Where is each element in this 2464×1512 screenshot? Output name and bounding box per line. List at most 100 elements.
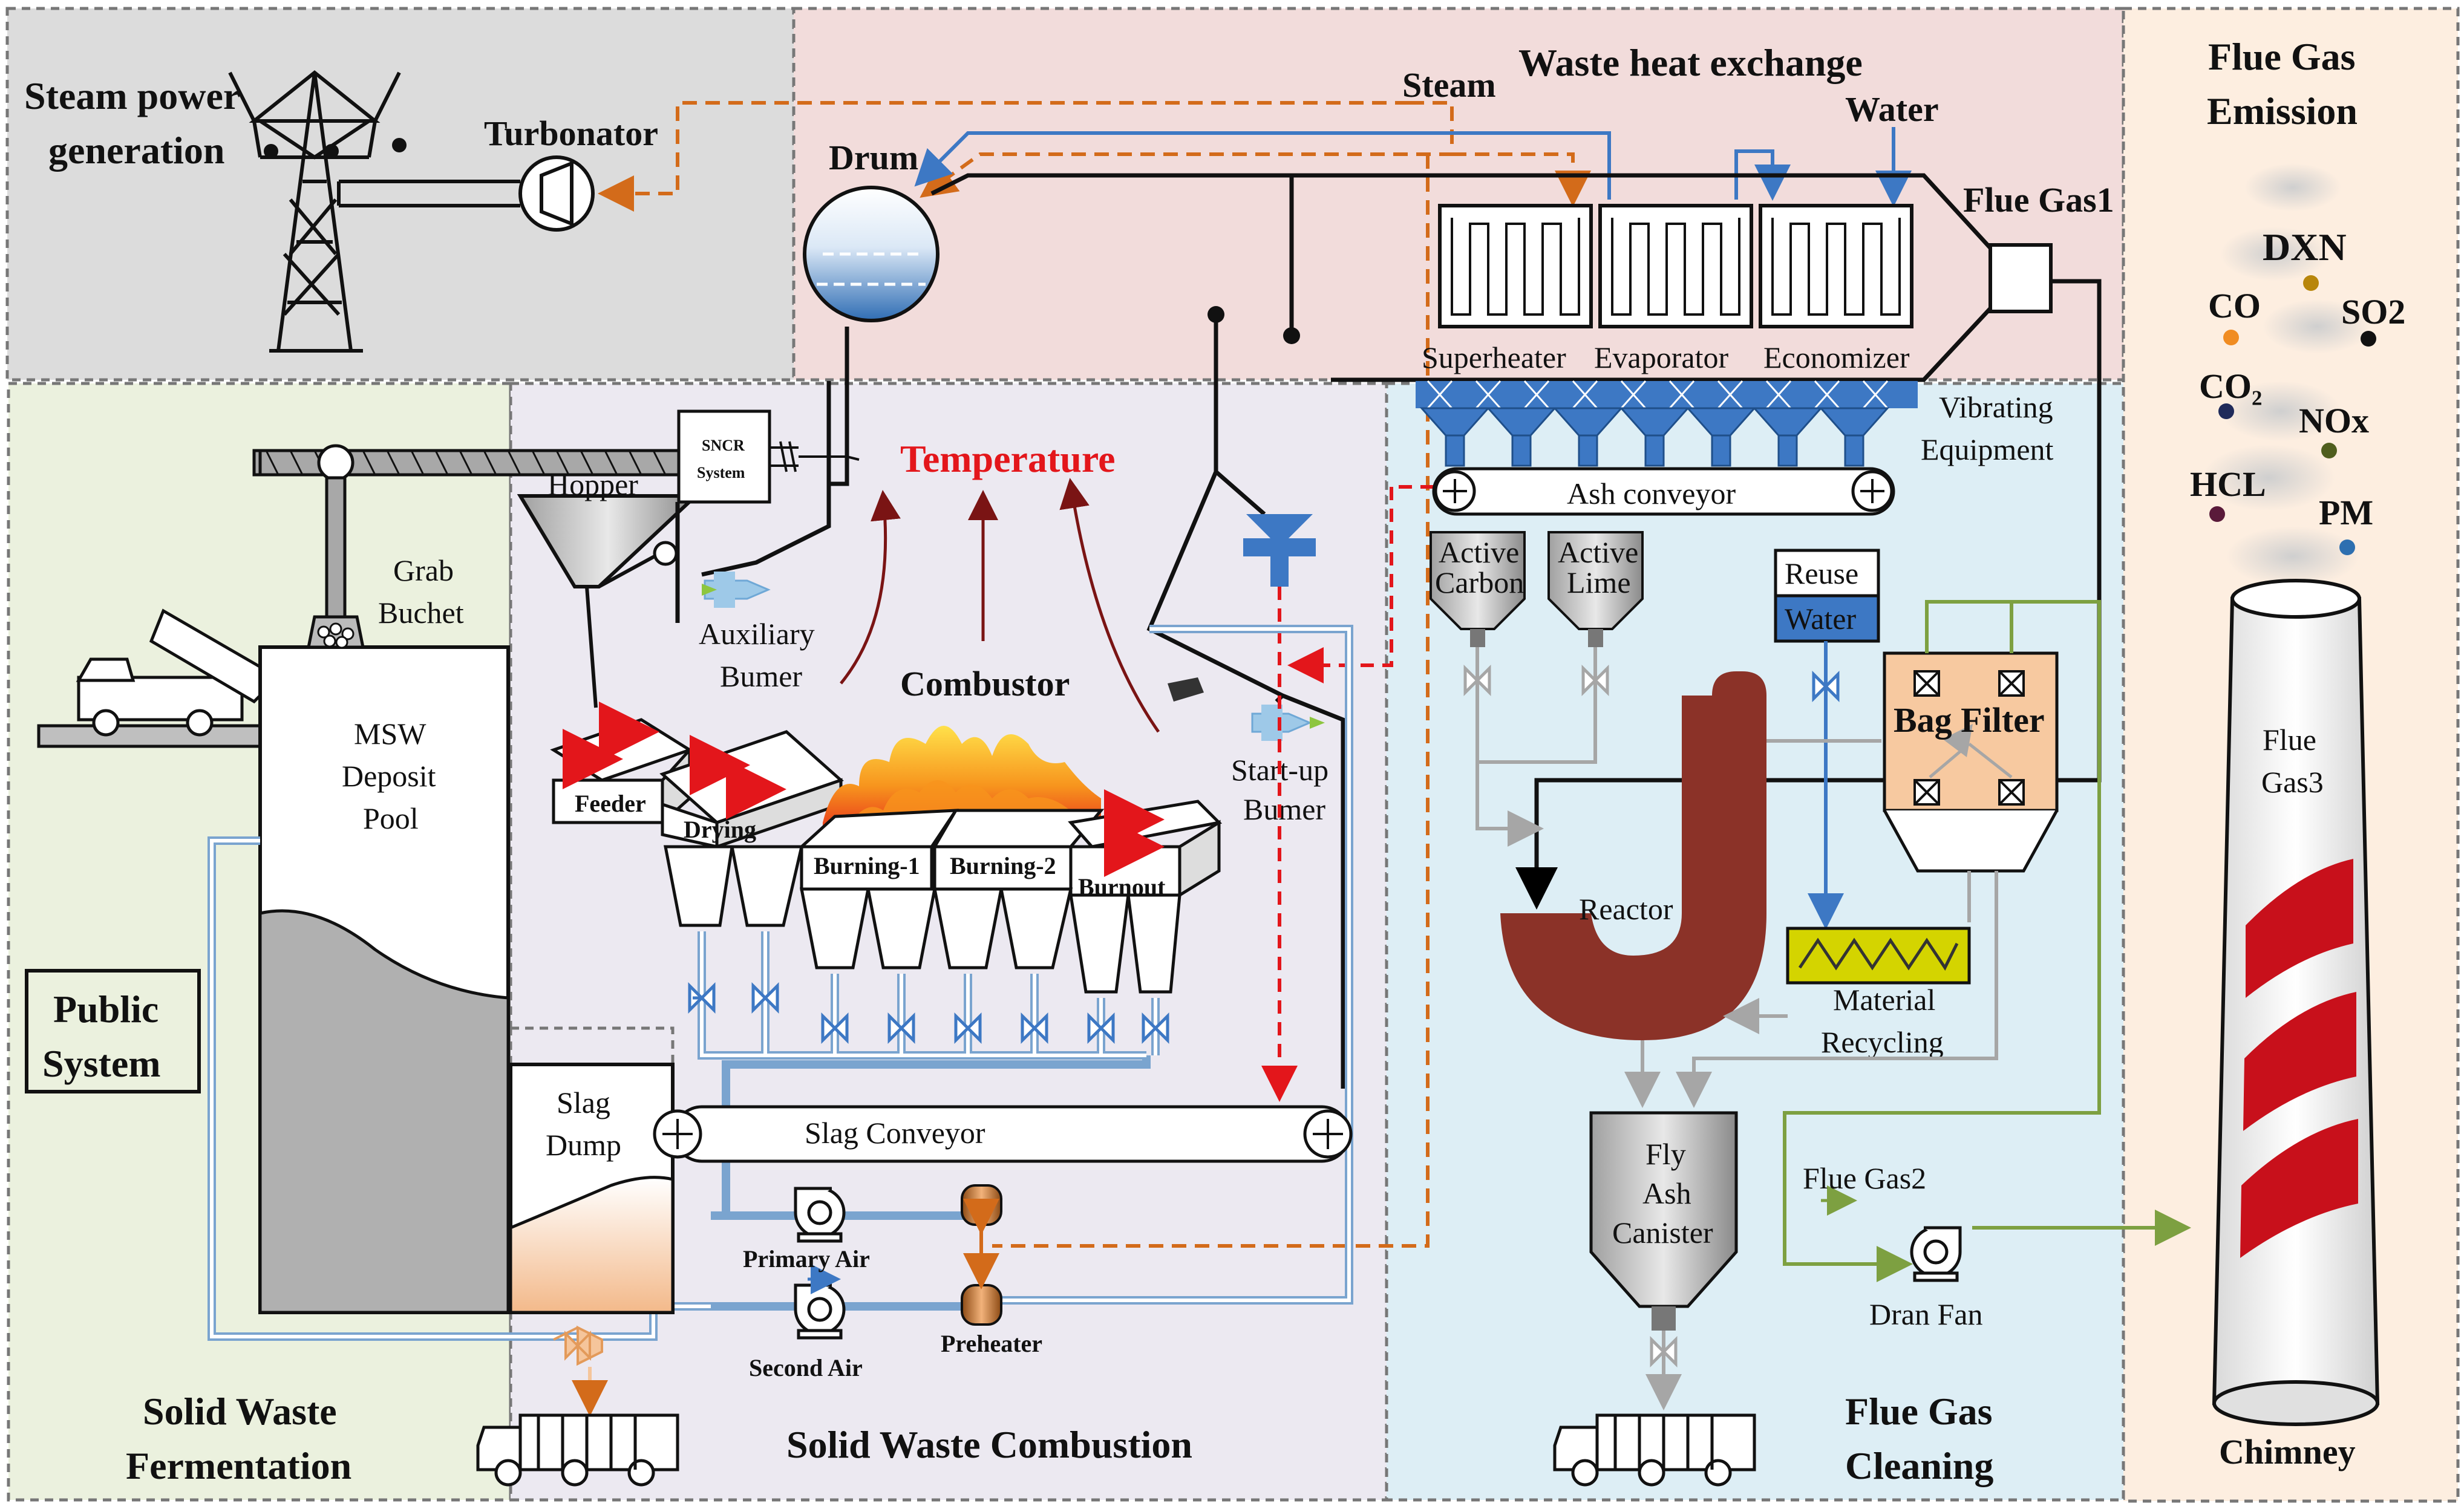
steam-line-superheater: [1452, 152, 1591, 207]
vibrating-label-2: Equipment: [1921, 432, 2054, 466]
preheater-icon-2: [961, 1284, 1002, 1326]
fly-ash-truck-icon: [1553, 1413, 1756, 1487]
active-lime-label-1: Active: [1558, 535, 1638, 569]
superheater-unit: [1438, 204, 1593, 328]
steam-line-to-turbonator: [598, 101, 1410, 212]
second-air-fan-icon: [794, 1283, 846, 1340]
ash-conveyor-spokes: [1443, 479, 1884, 503]
reuse-water-valve: [1812, 670, 1840, 703]
economizer-unit: [1759, 204, 1913, 328]
slag-pile: [509, 1176, 675, 1314]
active-lime-label-2: Lime: [1567, 565, 1631, 599]
preheater-icon-1: [961, 1184, 1002, 1226]
startup-burner-tip: [1310, 717, 1325, 729]
sncr-nozzle: [770, 441, 860, 472]
combustor-label: Combustor: [900, 664, 1070, 703]
auxiliary-burner-flange: [714, 572, 735, 608]
reagent-line-carbon: [1475, 647, 1544, 847]
secondary-air-pipe-inner: [992, 627, 1351, 1302]
burning2-label: Burning-2: [950, 852, 1056, 879]
slag-conveyor-label: Slag Conveyor: [805, 1116, 985, 1150]
msw-pile: [258, 909, 510, 1314]
hopper-label: Hopper: [547, 468, 638, 501]
fly-ash-canister-icon: [1589, 1111, 1738, 1308]
pollutant-pm-dot: [2339, 539, 2355, 555]
hopper-gate-hinge: [653, 541, 678, 566]
grate-hoppers: [663, 845, 1181, 994]
reuse-water-box-top: [1774, 549, 1880, 598]
chimney-icon: [2212, 579, 2380, 1426]
reactor-label: Reactor: [1579, 892, 1673, 926]
pollutant-nox: NOx: [2299, 401, 2369, 440]
reuse-water-label-1: Reuse: [1785, 556, 1858, 590]
flue-gas3-label-1: Flue: [2263, 723, 2316, 757]
startup-label-2: Bumer: [1243, 792, 1325, 826]
msw-label-3: Pool: [363, 801, 419, 835]
recycle-line-from-filter: [1694, 871, 1998, 1101]
pollutant-hcl-dot: [2209, 506, 2225, 522]
drum-icon: [803, 186, 940, 322]
superheater-label: Superheater: [1422, 341, 1566, 374]
turbine-blade-icon: [540, 160, 574, 227]
slag-dump-label-1: Slag: [557, 1086, 610, 1119]
fly-ash-label-3: Canister: [1612, 1216, 1713, 1250]
steam-label: Steam: [1402, 65, 1496, 105]
zone-title-fermentation-1: Solid Waste: [143, 1390, 337, 1433]
public-system-label-1: Public: [53, 988, 158, 1031]
pollutant-co: CO: [2208, 286, 2261, 325]
sncr-box: [677, 409, 771, 504]
zone-steam-power: [5, 7, 796, 382]
active-lime-hopper: [1547, 531, 1644, 647]
feeder-label: Feeder: [575, 790, 646, 817]
zone-title-emission-1: Flue Gas: [2208, 35, 2356, 78]
water-label: Water: [1845, 90, 1939, 129]
reagent-valve-icons: [1463, 664, 1609, 697]
grab-bucket-content: [317, 622, 355, 649]
second-air-label: Second Air: [749, 1354, 863, 1381]
slag-truck-icon: [476, 1413, 679, 1487]
material-recycling-label-2: Recycling: [1821, 1025, 1944, 1059]
primary-air-label: Primary Air: [743, 1245, 870, 1272]
pollutant-dxn: DXN: [2263, 226, 2347, 269]
furnace-wall-right: [1146, 311, 1345, 1089]
grab-label-2: Buchet: [378, 596, 464, 630]
material-recycling-screw: [1798, 937, 1959, 971]
drying-label: Drying: [684, 816, 756, 843]
turbonator-shaft: [337, 180, 520, 207]
evaporator-unit: [1598, 204, 1753, 328]
air-pipe-to-fans: [711, 1185, 984, 1311]
drum-downcomer: [829, 380, 849, 486]
fly-ash-canister-outlet: [1652, 1306, 1676, 1331]
ash-funnel-stem: [1270, 556, 1289, 587]
insulator-icons: [264, 138, 407, 158]
zone-title-emission-2: Emission: [2207, 90, 2358, 132]
pollutant-co2-dot: [2218, 403, 2234, 419]
fly-ash-label-2: Ash: [1642, 1176, 1691, 1210]
slag-dump-label-2: Dump: [546, 1128, 621, 1162]
vibrating-hatch: [1426, 380, 1889, 409]
pollutant-co-dot: [2223, 330, 2239, 345]
green-line-to-fan: [1783, 1111, 1990, 1282]
burning2-stage: [932, 809, 1105, 891]
msw-label-1: MSW: [354, 717, 426, 751]
pollutant-co2: CO₂: [2199, 367, 2262, 406]
flue-gas1-outlet: [1989, 243, 2053, 313]
turbonator-label: Turbonator: [484, 114, 658, 153]
temp-arrow-left: [840, 490, 901, 685]
auxiliary-label-1: Auxiliary: [699, 617, 815, 651]
vibrating-frame: [1416, 381, 1918, 408]
igniter-icon: [1168, 677, 1204, 702]
steam-line-down: [992, 154, 1430, 1248]
flue-gas3-label-2: Gas3: [2261, 765, 2324, 799]
auxiliary-burner-tip: [702, 584, 717, 596]
reactor-icon: [1500, 671, 1766, 1040]
burning1-stage: [797, 809, 959, 891]
pollutant-so2-dot: [2361, 331, 2376, 347]
leachate-valve-icon: [553, 1325, 603, 1366]
smoke-puffs: [2202, 163, 2371, 587]
zone-title-cleaning-1: Flue Gas: [1845, 1390, 1993, 1433]
reagent-line-lime: [1477, 647, 1597, 764]
unloading-platform: [37, 724, 264, 748]
pollutant-nox-dot: [2321, 443, 2337, 458]
pollutant-so2: SO2: [2341, 292, 2405, 331]
